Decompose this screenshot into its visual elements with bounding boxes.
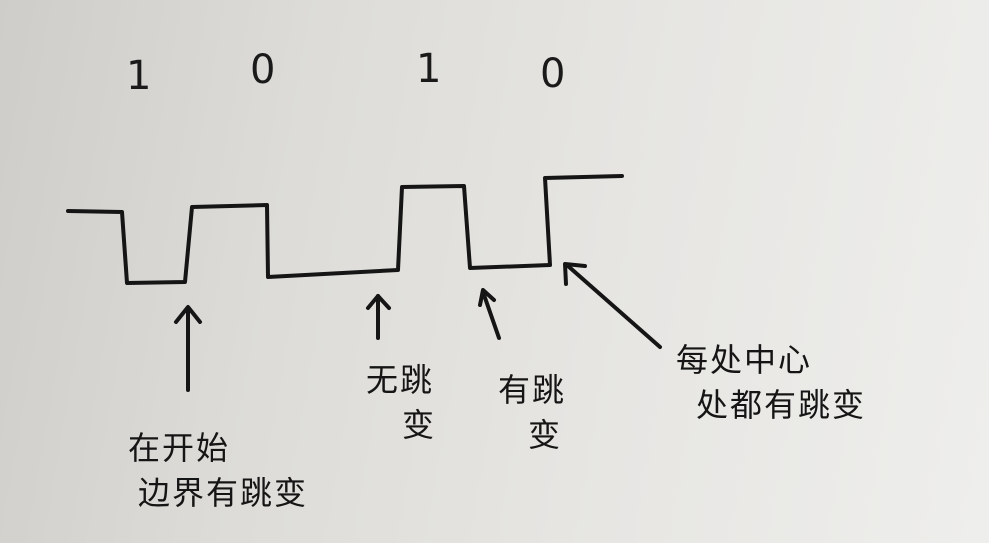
annotation-midpoint-line2: 处都有跳变: [696, 385, 867, 424]
annotation-no-transition: 无跳 变: [366, 358, 436, 448]
bit-label-3: 1: [416, 46, 442, 92]
annotation-start-line2: 边界有跳变: [138, 473, 309, 512]
annotation-has-transition-line1: 有跳: [498, 371, 567, 409]
bit-label-2: 0: [250, 47, 276, 93]
annotation-has-transition: 有跳 变: [498, 368, 566, 458]
arrow-up-icon: [366, 294, 391, 340]
annotation-start-boundary: 在开始 边界有跳变: [128, 426, 308, 516]
arrow-up-icon: [174, 305, 202, 392]
annotation-no-transition-line2: 变: [402, 405, 437, 444]
annotation-no-transition-line1: 无跳: [366, 361, 435, 399]
signal-waveform: [66, 174, 624, 285]
arrow-diagonal-icon: [563, 262, 662, 349]
bit-label-1: 1: [126, 53, 152, 99]
arrow-up-icon: [478, 288, 501, 340]
bit-label-4: 0: [540, 51, 566, 97]
annotation-midpoint-line1: 每处中心: [676, 341, 813, 379]
annotation-midpoint: 每处中心 处都有跳变: [676, 338, 866, 428]
annotation-start-line1: 在开始: [128, 429, 231, 467]
annotation-has-transition-line2: 变: [528, 415, 563, 454]
